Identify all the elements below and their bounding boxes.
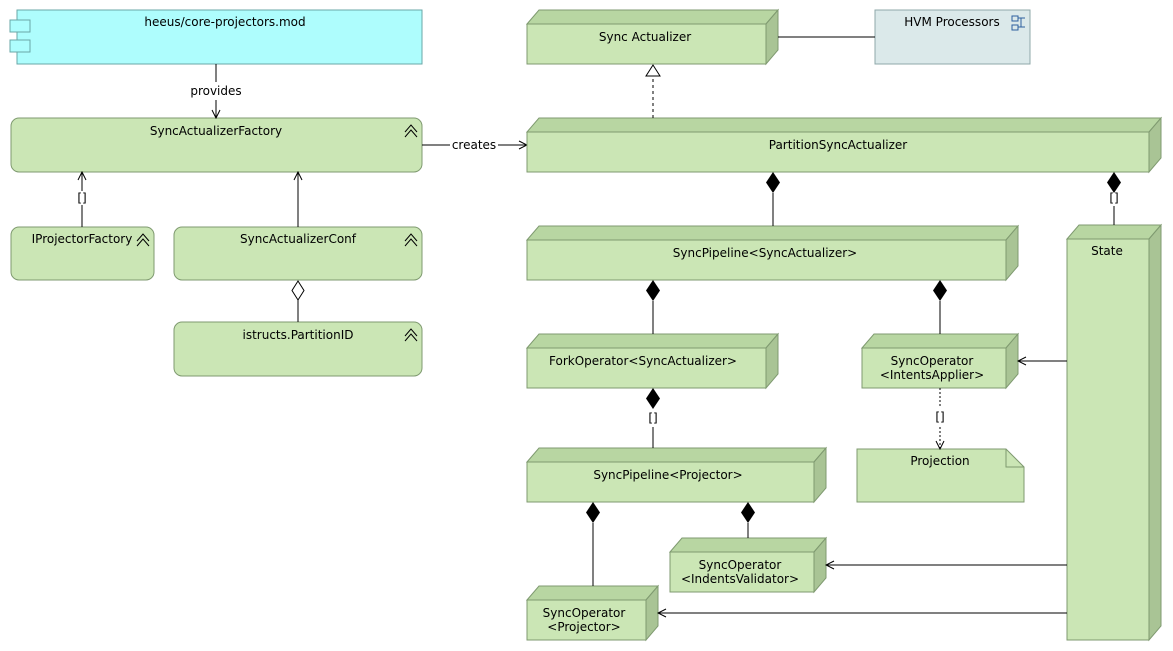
- function-icon: [404, 233, 418, 247]
- composition-diamond: [646, 388, 660, 409]
- intents-applier-label-2: <IntentsApplier>: [880, 368, 984, 382]
- projection-label: Projection: [910, 454, 969, 468]
- creates-label: creates: [452, 138, 496, 152]
- multiplicity-label: []: [648, 411, 657, 425]
- hvm-processors-label: HVM Processors: [904, 15, 999, 29]
- module-port-icon: [9, 19, 31, 33]
- partition-id-label: istructs.PartitionID: [243, 328, 354, 342]
- op-projector-node[interactable]: SyncOperator <Projector>: [525, 584, 660, 642]
- intents-applier-node[interactable]: SyncOperator <IntentsApplier>: [860, 332, 1020, 390]
- intents-validator-label-2: <IndentsValidator>: [681, 572, 799, 586]
- multiplicity-label: []: [935, 410, 944, 424]
- realization-arrowhead: [645, 64, 661, 77]
- fork-operator-label: ForkOperator<SyncActualizer>: [549, 354, 737, 368]
- state-label: State: [1091, 244, 1123, 258]
- composition-diamond: [933, 280, 947, 301]
- processors-icon: [1011, 15, 1025, 31]
- composition-diamond: [741, 502, 755, 523]
- function-icon: [136, 233, 150, 247]
- pipeline-actualizer-label: SyncPipeline<SyncActualizer>: [673, 246, 857, 260]
- partition-id-node[interactable]: istructs.PartitionID: [173, 321, 423, 377]
- hvm-processors-node[interactable]: HVM Processors: [874, 9, 1031, 65]
- intents-validator-label-1: SyncOperator: [699, 558, 782, 572]
- op-projector-label-1: SyncOperator: [543, 606, 626, 620]
- partition-sync-actualizer-label: PartitionSyncActualizer: [769, 138, 908, 152]
- provides-label: provides: [190, 84, 241, 98]
- pipeline-projector-label: SyncPipeline<Projector>: [593, 468, 742, 482]
- factory-label: SyncActualizerFactory: [150, 124, 282, 138]
- multiplicity-label: []: [77, 191, 86, 205]
- factory-node[interactable]: SyncActualizerFactory: [10, 117, 423, 173]
- conf-node[interactable]: SyncActualizerConf: [173, 226, 423, 281]
- multiplicity-label: []: [1109, 191, 1118, 205]
- sync-actualizer-node[interactable]: Sync Actualizer: [525, 8, 780, 66]
- function-icon: [404, 124, 418, 138]
- module-port-icon: [9, 39, 31, 53]
- function-icon: [404, 328, 418, 342]
- state-node[interactable]: State: [1065, 223, 1163, 642]
- partition-sync-actualizer-node[interactable]: PartitionSyncActualizer: [525, 116, 1163, 174]
- conf-label: SyncActualizerConf: [240, 232, 357, 246]
- composition-diamond: [586, 502, 600, 523]
- composition-diamond: [1107, 172, 1121, 193]
- iprojector-factory-node[interactable]: IProjectorFactory: [10, 226, 155, 281]
- pipeline-actualizer-node[interactable]: SyncPipeline<SyncActualizer>: [525, 224, 1020, 282]
- iprojector-factory-label: IProjectorFactory: [32, 232, 133, 246]
- projection-node[interactable]: Projection: [856, 448, 1025, 503]
- composition-diamond: [646, 280, 660, 301]
- aggregation-diamond: [291, 280, 305, 301]
- sync-actualizer-label: Sync Actualizer: [599, 30, 691, 44]
- intents-applier-label-1: SyncOperator: [891, 354, 974, 368]
- pipeline-projector-node[interactable]: SyncPipeline<Projector>: [525, 446, 828, 504]
- composition-diamond: [766, 172, 780, 193]
- module-node[interactable]: heeus/core-projectors.mod: [9, 9, 423, 65]
- module-label: heeus/core-projectors.mod: [144, 15, 305, 29]
- intents-validator-node[interactable]: SyncOperator <IndentsValidator>: [668, 536, 828, 594]
- op-projector-label-2: <Projector>: [547, 620, 620, 634]
- fork-operator-node[interactable]: ForkOperator<SyncActualizer>: [525, 332, 780, 390]
